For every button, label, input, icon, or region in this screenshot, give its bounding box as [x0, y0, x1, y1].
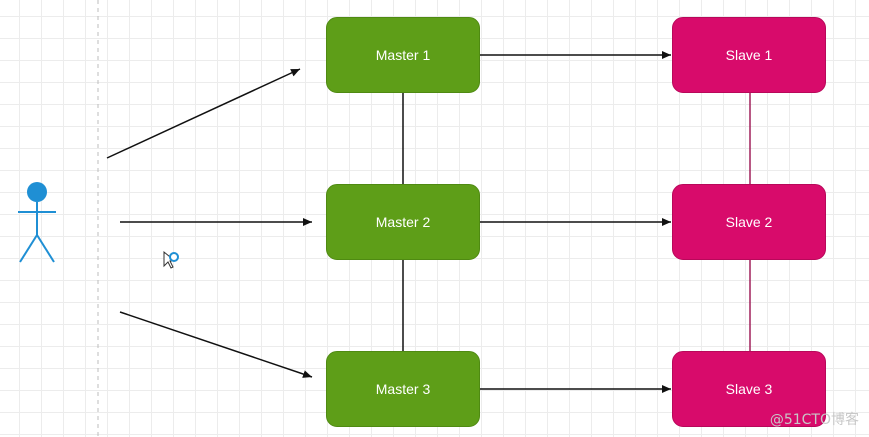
slave-3-label: Slave 3 [725, 381, 773, 397]
slave-3-node[interactable]: Slave 3 [672, 351, 826, 427]
master-3-label: Master 3 [375, 381, 431, 397]
stick-figure-user-icon[interactable] [14, 180, 60, 266]
arrow-actor-master1 [106, 68, 301, 159]
slave-2-label: Slave 2 [725, 214, 773, 230]
master-2-label: Master 2 [375, 214, 431, 230]
master-1-label: Master 1 [375, 47, 431, 63]
master-3-node[interactable]: Master 3 [326, 351, 480, 427]
master-1-node[interactable]: Master 1 [326, 17, 480, 93]
slave-1-node[interactable]: Slave 1 [672, 17, 826, 93]
pointer-cursor-icon [163, 250, 179, 269]
watermark-text: @51CTO博客 [769, 412, 859, 428]
slave-1-label: Slave 1 [725, 47, 773, 63]
master-2-node[interactable]: Master 2 [326, 184, 480, 260]
arrow-actor-master3 [119, 311, 313, 378]
slave-2-node[interactable]: Slave 2 [672, 184, 826, 260]
